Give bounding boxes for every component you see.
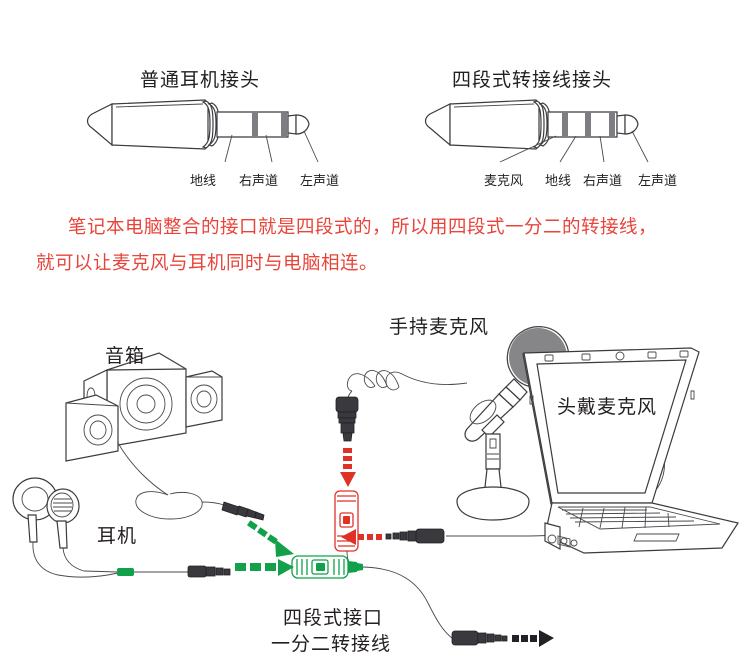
device-label-handheld-mic: 手持麦克风 bbox=[389, 316, 490, 338]
headset-plug-icon bbox=[385, 528, 445, 544]
handheld-mic-to-adapter-arrow bbox=[340, 448, 356, 487]
pin-label-right-right-channel: 右声道 bbox=[583, 174, 623, 189]
earbuds-icon bbox=[12, 477, 188, 578]
green-splitter-module-icon bbox=[291, 555, 453, 639]
pin-label-right-left-channel: 左声道 bbox=[638, 174, 678, 189]
speaker-icon bbox=[65, 352, 225, 520]
earphone-to-splitter-arrow bbox=[235, 559, 294, 576]
connector-left-title: 普通耳机接头 bbox=[140, 69, 261, 91]
pin-label-right-microphone: 麦克风 bbox=[484, 174, 524, 189]
speaker-to-splitter-arrow bbox=[247, 520, 294, 557]
trrs-4pole-plug-icon bbox=[424, 99, 649, 163]
connection-diagram bbox=[12, 326, 739, 647]
desk-mic-plug-icon bbox=[335, 396, 359, 442]
device-label-speaker: 音箱 bbox=[105, 345, 146, 367]
device-label-headset-mic: 头戴麦克风 bbox=[557, 396, 658, 418]
pin-label-left-right-channel: 右声道 bbox=[239, 174, 279, 189]
splitter-label-line1: 四段式接口 bbox=[283, 607, 384, 629]
connector-illustrations bbox=[86, 99, 649, 163]
headset-mic-to-adapter-arrow bbox=[341, 529, 382, 545]
laptop-icon bbox=[522, 347, 739, 554]
pin-label-left-left-channel: 左声道 bbox=[300, 174, 340, 189]
trs-3pole-plug-icon bbox=[86, 99, 319, 163]
pin-label-right-ground: 地线 bbox=[545, 174, 572, 189]
speaker-plug-icon bbox=[221, 501, 265, 521]
red-splitter-module-icon bbox=[334, 490, 359, 568]
earphone-plug-icon bbox=[187, 565, 231, 578]
splitter-label-line2: 一分二转接线 bbox=[271, 633, 392, 655]
note-line-2: 就可以让麦克风与耳机同时与电脑相连。 bbox=[36, 253, 379, 274]
connector-right-title: 四段式转接线接头 bbox=[452, 69, 613, 91]
device-label-earphone: 耳机 bbox=[97, 525, 138, 547]
pin-label-left-ground: 地线 bbox=[190, 174, 217, 189]
splitter-to-laptop-arrow bbox=[512, 630, 554, 647]
note-line-1: 笔记本电脑整合的接口就是四段式的，所以用四段式一分二的转接线， bbox=[68, 217, 658, 238]
laptop-plug-icon bbox=[451, 630, 508, 646]
